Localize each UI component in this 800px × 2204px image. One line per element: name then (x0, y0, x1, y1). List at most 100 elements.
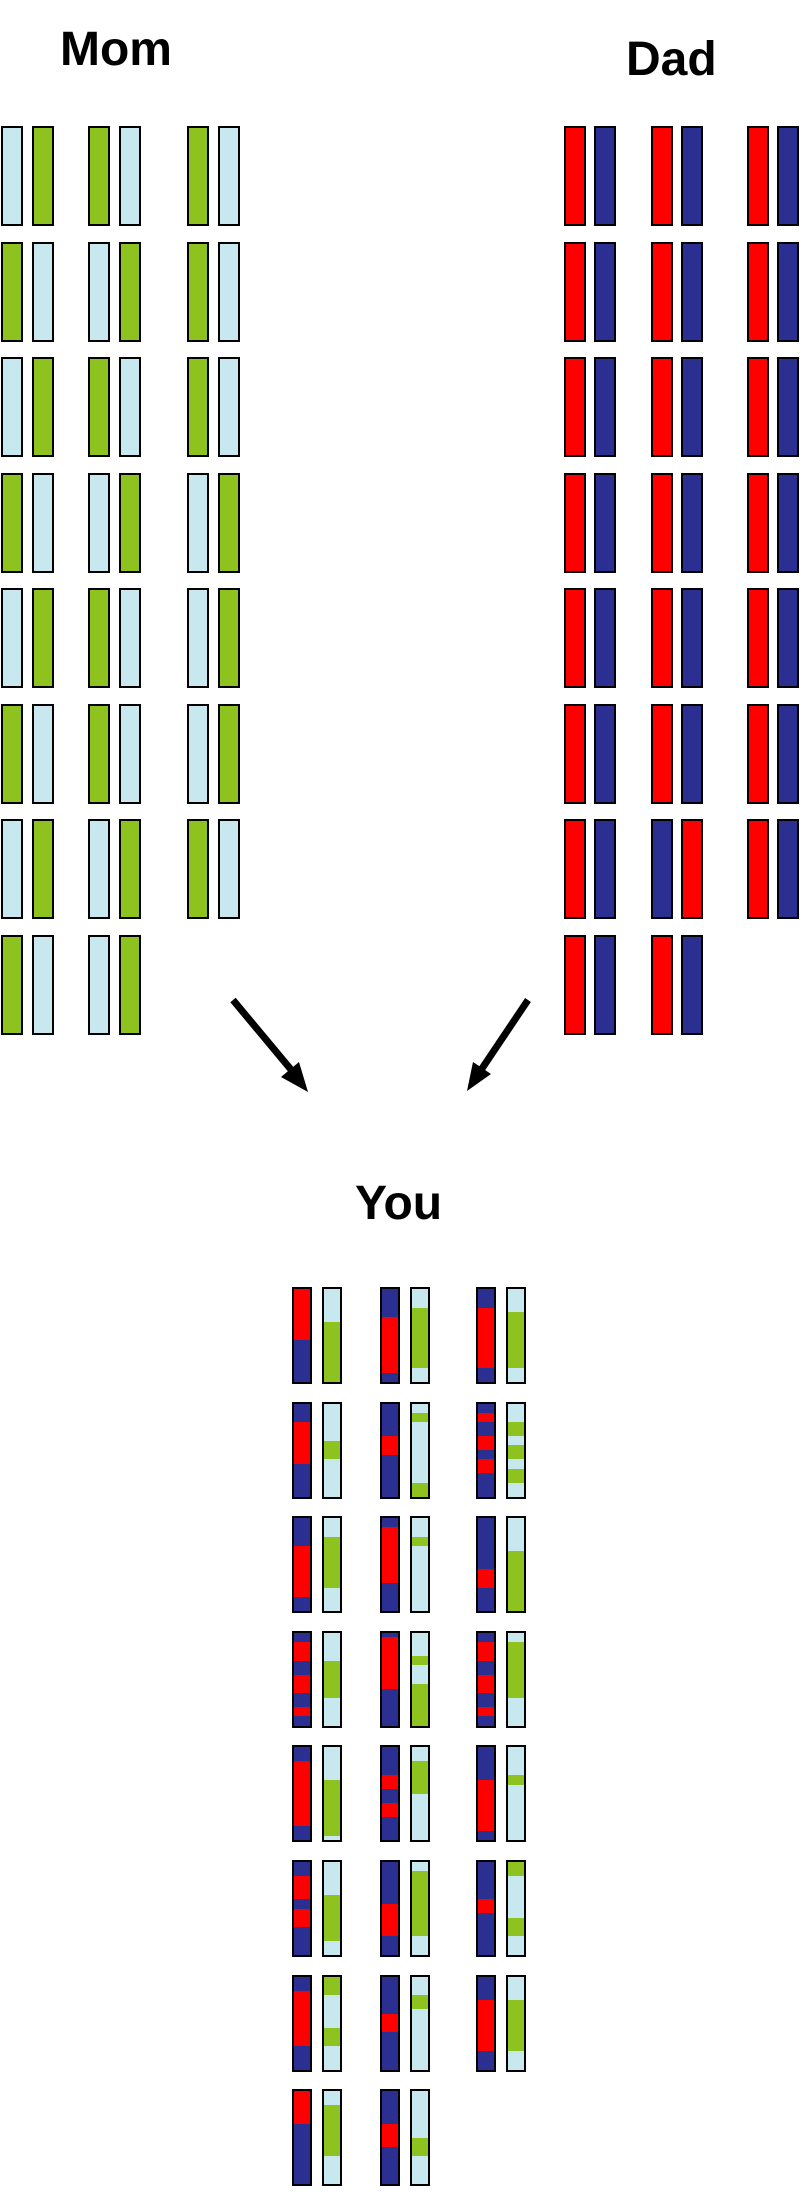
band (382, 1454, 398, 1497)
band (478, 1289, 494, 1309)
band (412, 1536, 428, 1547)
mom-chromosome (88, 819, 110, 919)
band (478, 1779, 494, 1832)
band (382, 2032, 398, 2070)
dad-chromosome (747, 126, 769, 226)
band (508, 1999, 524, 2052)
band (412, 1307, 428, 1369)
dad-chromosome (747, 703, 769, 804)
mom-chromosome (88, 241, 110, 342)
band (324, 1440, 340, 1460)
band (412, 1403, 428, 1414)
band (508, 1784, 524, 1841)
dad-chromosome (681, 703, 703, 804)
band (478, 1450, 494, 1460)
you-chromosome (322, 1745, 342, 1843)
dad-chromosome (777, 588, 799, 688)
you-chromosome (292, 1860, 312, 1957)
band (324, 1403, 340, 1442)
band (478, 1707, 494, 1717)
you-chromosome (410, 2089, 430, 2187)
band (478, 1632, 494, 1643)
band (508, 1445, 524, 1460)
dad-chromosome (777, 241, 799, 342)
band (382, 2146, 398, 2185)
band (508, 2050, 524, 2070)
band (412, 1862, 428, 1872)
dad-chromosome (777, 703, 799, 804)
you-chromosome (506, 1745, 526, 1843)
band (412, 1482, 428, 1497)
band (508, 1862, 524, 1877)
band (294, 1899, 310, 1909)
dad-arrow (467, 998, 531, 1091)
band (324, 1894, 340, 1942)
band (382, 1862, 398, 1905)
band (412, 1518, 428, 1538)
dad-chromosome (777, 472, 799, 573)
mom-chromosome (1, 241, 23, 342)
dad-chromosome (594, 472, 616, 573)
band (412, 1368, 428, 1382)
band (508, 1403, 524, 1423)
band (382, 1518, 398, 1528)
mom-chromosome (187, 472, 209, 573)
dad-chromosome (777, 126, 799, 226)
mom-chromosome (187, 819, 209, 919)
band (324, 2105, 340, 2157)
band (382, 1436, 398, 1456)
you-chromosome (506, 1630, 526, 1728)
band (508, 1436, 524, 1446)
band (294, 1403, 310, 1423)
band (508, 1775, 524, 1786)
band (324, 1976, 340, 1996)
band (382, 1688, 398, 1726)
you-chromosome (506, 1974, 526, 2072)
band (412, 1546, 428, 1612)
mom-chromosome (218, 703, 240, 804)
mom-chromosome (119, 241, 141, 342)
dad-chromosome (747, 472, 769, 573)
you-chromosome (380, 1630, 400, 1728)
dad-chromosome (651, 819, 673, 919)
mom-chromosome (88, 588, 110, 688)
band (324, 2046, 340, 2070)
band (508, 1917, 524, 1937)
band (294, 1747, 310, 1762)
band (324, 1289, 340, 1322)
band (324, 2156, 340, 2185)
band (324, 2027, 340, 2047)
band (382, 2013, 398, 2033)
band (324, 1459, 340, 1497)
you-chromosome (476, 1516, 496, 1614)
band (382, 1403, 398, 1437)
mom-chromosome (1, 703, 23, 804)
dad-chromosome (651, 357, 673, 457)
you-chromosome (380, 1745, 400, 1843)
mom-chromosome (119, 819, 141, 919)
band (412, 1632, 428, 1657)
band (294, 1340, 310, 1382)
band (294, 1927, 310, 1955)
you-chromosome (292, 1516, 312, 1614)
you-chromosome (322, 1516, 342, 1614)
mom-chromosome (218, 357, 240, 457)
you-chromosome (506, 1516, 526, 1614)
dad-chromosome (651, 934, 673, 1035)
band (478, 1674, 494, 1694)
mom-chromosome (218, 588, 240, 688)
dad-chromosome (681, 126, 703, 226)
mom-chromosome (218, 241, 240, 342)
band (508, 1312, 524, 1369)
band (508, 1936, 524, 1955)
band (478, 1307, 494, 1369)
band (412, 1422, 428, 1484)
mom-chromosome (119, 588, 141, 688)
mom-chromosome (32, 703, 54, 804)
dad-chromosome (681, 819, 703, 919)
you-chromosome (410, 1630, 430, 1728)
you-chromosome (380, 1401, 400, 1499)
mom-chromosome (32, 241, 54, 342)
dad-chromosome (564, 934, 586, 1035)
band (478, 1459, 494, 1474)
